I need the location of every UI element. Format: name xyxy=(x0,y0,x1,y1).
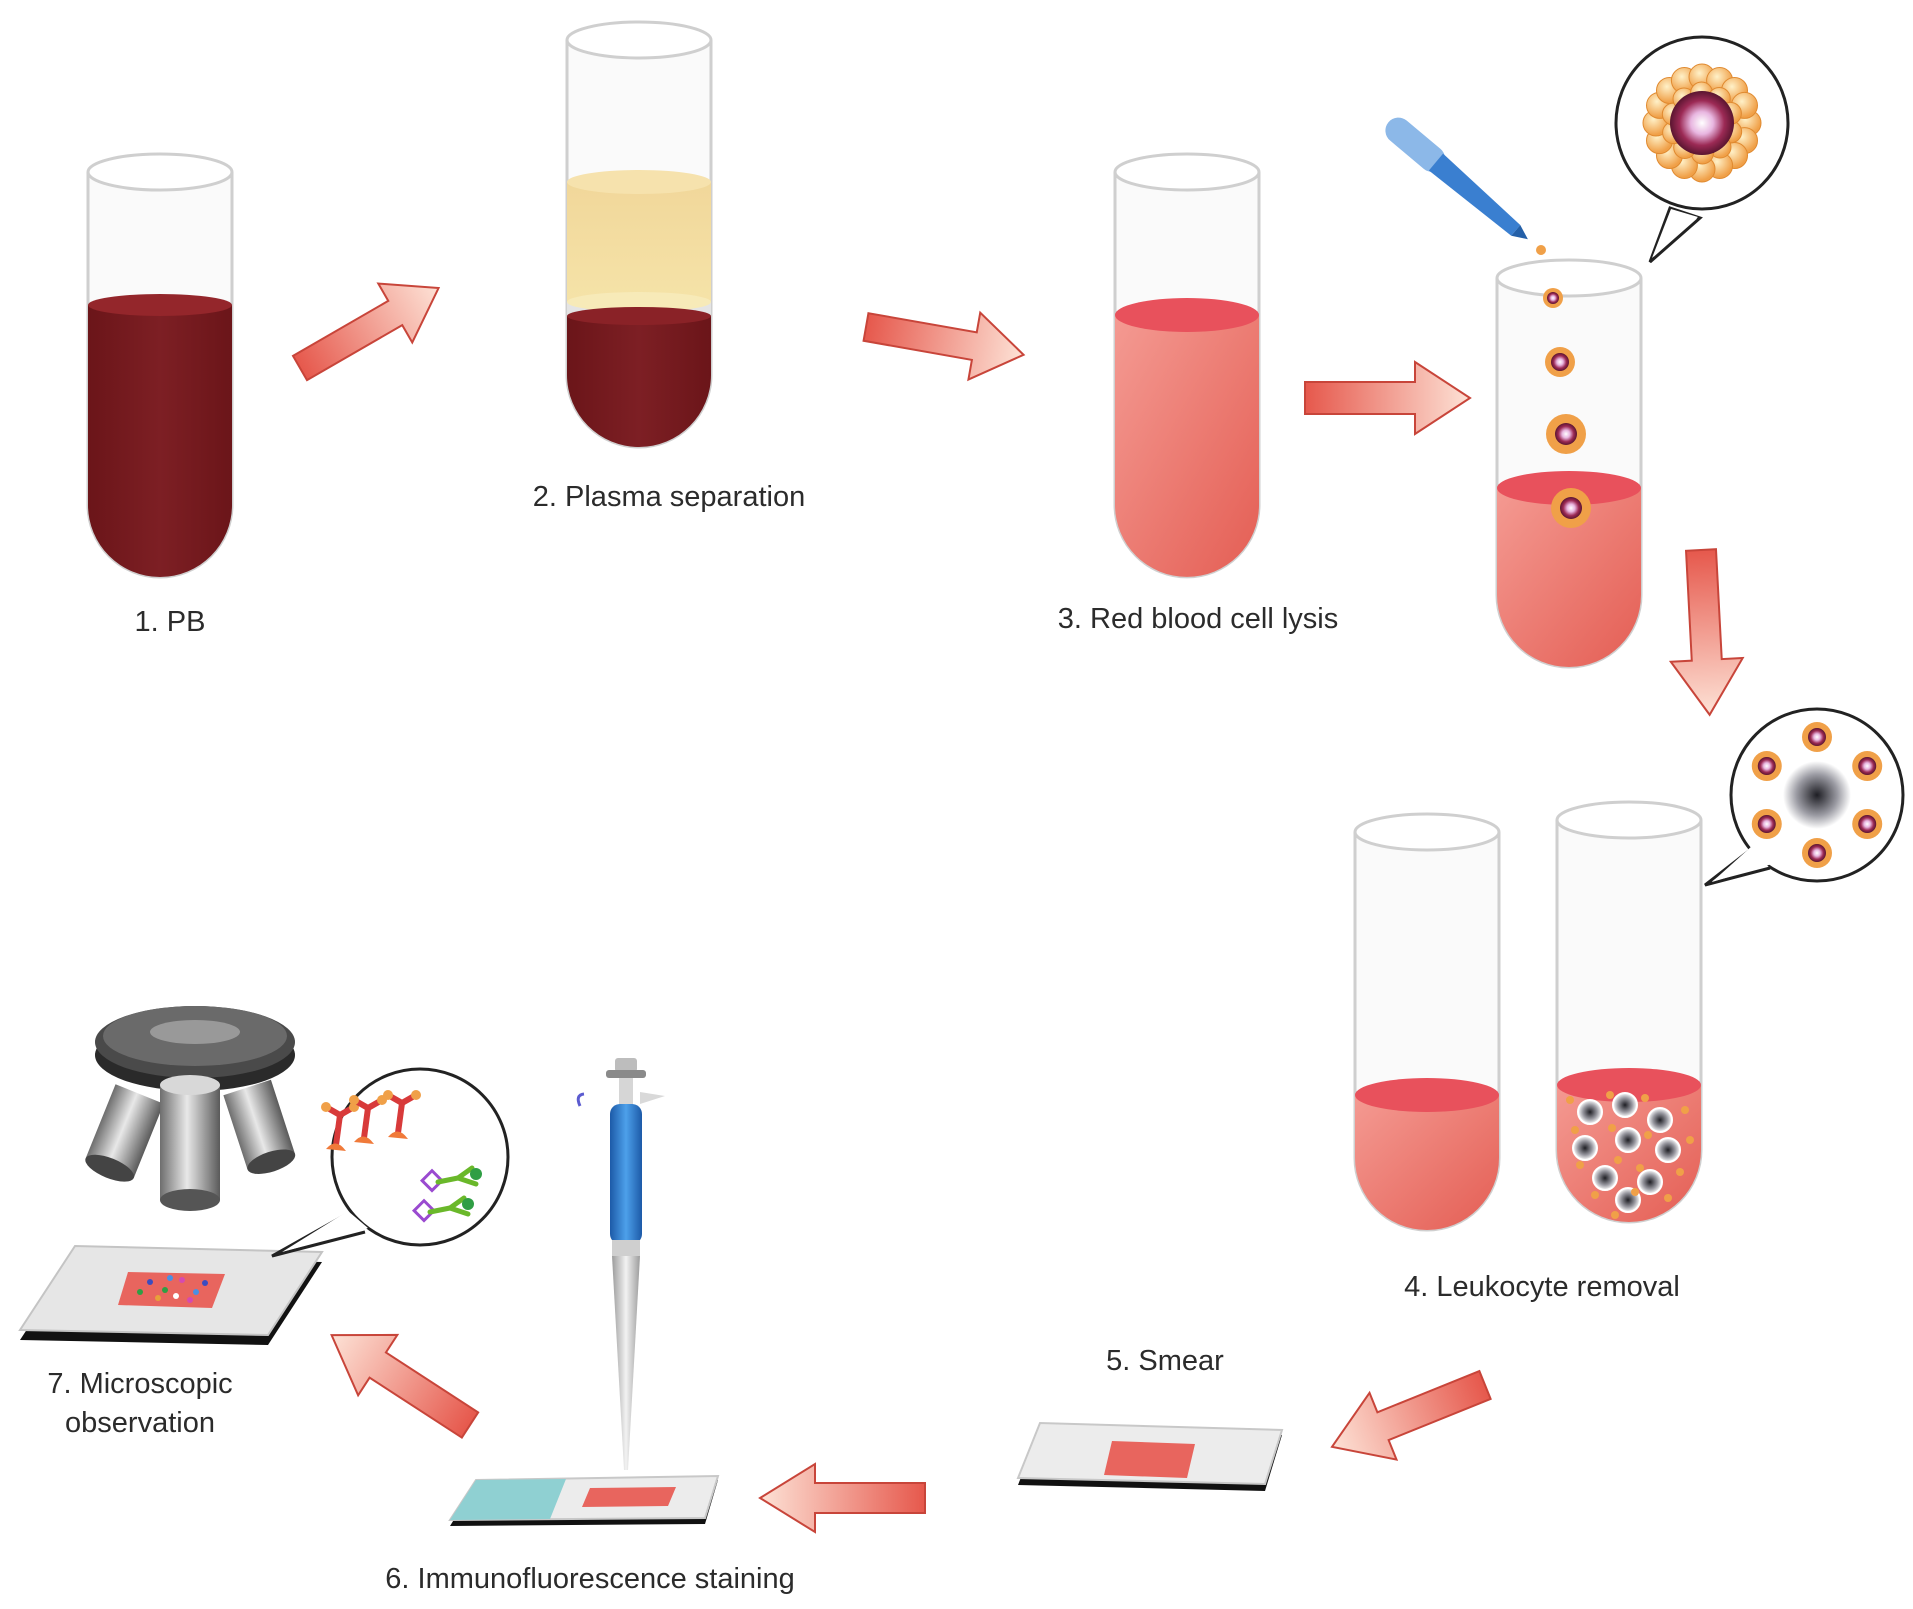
falling-cell xyxy=(1546,414,1586,454)
step-label-2: 2. Plasma separation xyxy=(532,481,806,513)
falling-cell xyxy=(1551,488,1591,528)
falling-cell xyxy=(1543,288,1563,308)
falling-cell xyxy=(1545,347,1575,377)
slide-microscope xyxy=(18,1244,324,1345)
arrow-6-to-7 xyxy=(330,1333,480,1439)
dropper-icon xyxy=(1385,117,1528,240)
pipette-icon xyxy=(576,1058,665,1470)
microscope-icon xyxy=(85,1006,296,1211)
tube-leukocyte-removal-right xyxy=(1555,800,1703,1224)
tube-rbc-lysis xyxy=(1113,152,1261,579)
arrow-4-to-5 xyxy=(1330,1369,1492,1461)
tube-plasma-separation xyxy=(565,20,713,449)
arrow-3b-to-4 xyxy=(1668,548,1745,717)
step-label-3: 3. Red blood cell lysis xyxy=(1057,603,1339,635)
tube-bead-addition xyxy=(1495,245,1643,669)
arrow-1-to-2 xyxy=(291,282,441,382)
arrow-3-to-3b xyxy=(1304,360,1472,436)
tube-leukocyte-removal-left xyxy=(1353,812,1501,1232)
step-label-4: 4. Leukocyte removal xyxy=(1404,1271,1680,1303)
slide-staining xyxy=(448,1474,720,1526)
arrow-2-to-3 xyxy=(862,310,1026,382)
step-label-1: 1. PB xyxy=(134,606,206,638)
zoom-bubble-antibodies xyxy=(271,1067,510,1258)
step-label-5: 5. Smear xyxy=(1106,1345,1224,1377)
arrow-5-to-6 xyxy=(758,1462,926,1534)
zoom-bubble-magnetic-bead xyxy=(1704,707,1905,887)
zoom-bubble-bead-cell xyxy=(1614,35,1790,264)
tube-pb xyxy=(86,152,234,579)
step-label-6: 6. Immunofluorescence staining xyxy=(385,1563,795,1595)
slide-smear xyxy=(1016,1421,1284,1491)
step-label-7: 7. Microscopic observation xyxy=(47,1368,233,1439)
